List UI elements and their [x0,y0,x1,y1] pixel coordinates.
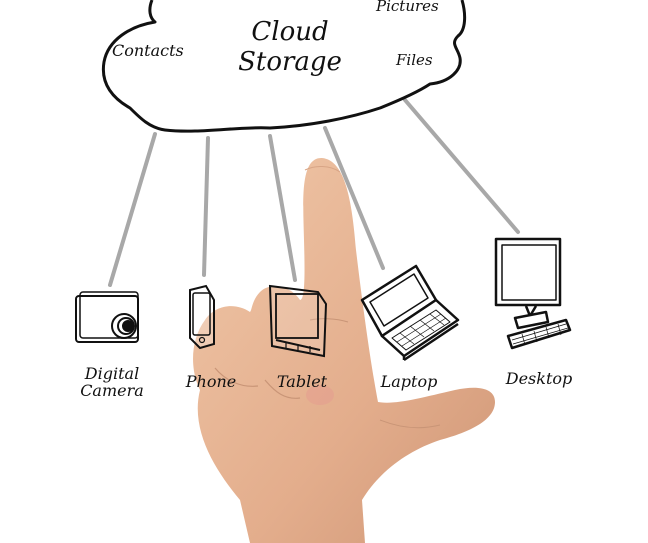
cloud-item-pictures: Pictures [376,0,439,15]
connector-lines [108,98,520,287]
label-line: Digital [84,364,140,383]
desktop-icon [494,237,572,350]
tablet-icon [268,284,328,358]
label-phone: Phone [185,372,237,391]
label-line: Camera [80,380,144,400]
phone-icon [189,284,215,350]
hand-image [193,157,495,543]
cloud-title-line1: Cloud [251,17,329,47]
label-digital-camera: Digital Camera [62,364,162,400]
cloud-shape [101,0,467,133]
label-tablet: Tablet [276,372,328,391]
cloud-title: Cloud Storage [210,17,370,78]
cloud-title-line2: Storage [238,46,342,77]
label-laptop: Laptop [380,372,438,391]
cloud-item-files: Files [396,51,433,69]
cloud-item-contacts: Contacts [112,41,184,60]
laptop-icon [360,264,460,362]
camera-icon [75,291,139,343]
label-desktop: Desktop [505,369,573,388]
